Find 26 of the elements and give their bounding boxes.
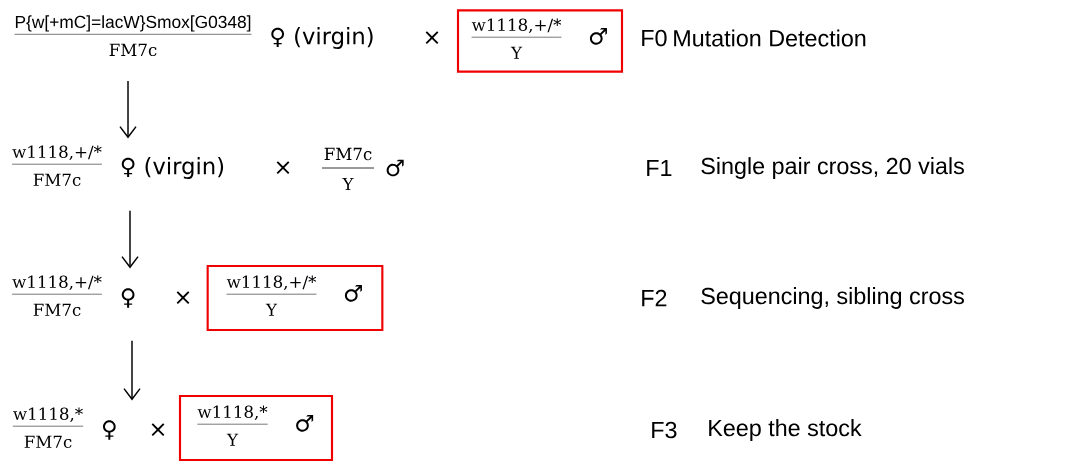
arrow bbox=[121, 210, 139, 269]
step-text: Sequencing, sibling cross bbox=[701, 287, 964, 309]
male-symbol: ♂ bbox=[386, 159, 404, 177]
arrow bbox=[119, 80, 137, 139]
generation-label: F2 bbox=[642, 289, 667, 307]
genotype: w1118,* FM7c bbox=[12, 407, 84, 448]
genotype-box: w1118,* Y ♂ bbox=[178, 394, 334, 462]
step-text: Keep the stock bbox=[709, 419, 862, 441]
cross-symbol: × bbox=[276, 161, 290, 175]
generation-label: F1 bbox=[647, 159, 672, 177]
female-symbol: ♀ bbox=[121, 288, 135, 308]
genotype: P{w[+mC]=lacW}Smox[G0348] FM7c bbox=[14, 15, 252, 57]
female-symbol: ♀ (virgin) bbox=[271, 27, 373, 49]
genotype-text: Y bbox=[342, 177, 354, 191]
female-symbol: ♀ (virgin) bbox=[121, 157, 224, 179]
genotype-box: w1118,+/* Y ♂ bbox=[206, 264, 384, 332]
step-text: Mutation Detection bbox=[674, 29, 866, 47]
genotype: w1118,+/* FM7c bbox=[11, 145, 103, 186]
female-symbol: ♀ bbox=[102, 420, 116, 440]
generation-label: F3 bbox=[652, 421, 677, 439]
genotype-text: FM7c bbox=[324, 147, 372, 161]
arrow bbox=[123, 340, 141, 401]
cross-symbol: × bbox=[151, 423, 165, 437]
genotype: w1118,+/* FM7c bbox=[11, 275, 103, 316]
genotype-box: w1118,+/* Y ♂ bbox=[456, 9, 624, 73]
step-text: Single pair cross, 20 vials bbox=[701, 157, 964, 179]
